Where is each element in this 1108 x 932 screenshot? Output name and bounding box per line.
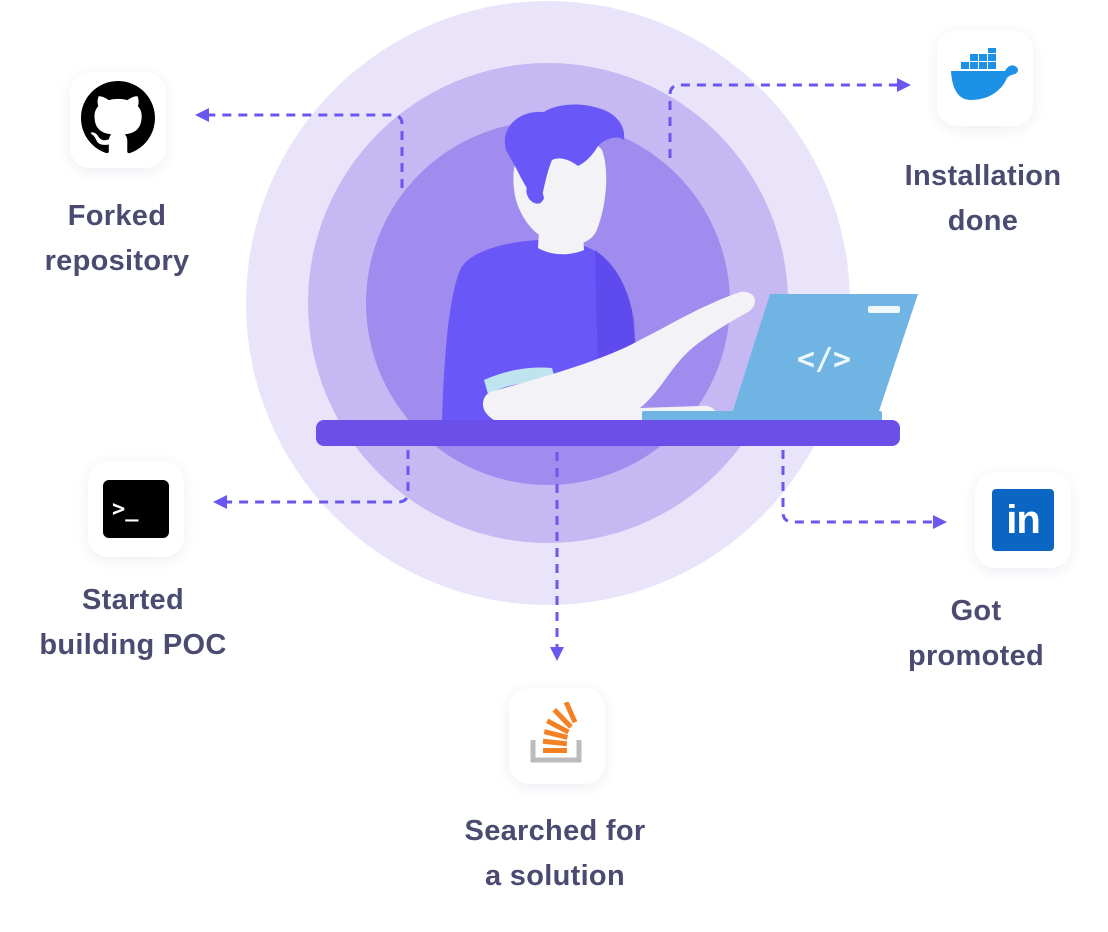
laptop-base (642, 411, 882, 421)
person-arm (482, 291, 755, 420)
desk (316, 420, 900, 446)
laptop-screen (730, 294, 918, 420)
step-label-install: Installation done (853, 154, 1108, 244)
linkedin-tile: in (975, 472, 1071, 568)
docker-tile (937, 30, 1033, 126)
arrow-to-poc (213, 450, 410, 509)
laptop-code-symbol: </> (797, 342, 851, 377)
arrow-to-fork (195, 108, 404, 188)
step-fork-line2: repository (44, 245, 190, 277)
step-label-fork: Forked repository (0, 194, 247, 284)
arrow-to-promoted (781, 450, 947, 529)
step-poc-line2: building POC (39, 629, 227, 661)
step-label-poc: Started building POC (3, 578, 263, 668)
github-tile (70, 72, 166, 168)
docker-icon (949, 45, 1021, 109)
stackoverflow-icon (527, 700, 587, 771)
step-poc-line1: Started (81, 584, 184, 616)
arrow-to-install (668, 78, 911, 158)
laptop-indicator (868, 306, 900, 313)
github-icon (81, 80, 155, 160)
step-search-line2: a solution (485, 860, 625, 892)
step-label-promoted: Got promoted (846, 589, 1106, 679)
terminal-icon: >_ (103, 480, 169, 538)
step-promoted-line1: Got (950, 595, 1002, 627)
person-sleeve-cuff (484, 367, 556, 394)
step-search-line1: Searched for (464, 815, 646, 847)
linkedin-icon: in (992, 489, 1054, 551)
step-promoted-line2: promoted (907, 640, 1045, 672)
stackoverflow-tile (509, 688, 605, 784)
person-ear (526, 181, 544, 204)
step-install-line1: Installation (904, 160, 1062, 192)
step-label-search: Searched for a solution (425, 809, 685, 899)
linkedin-text: in (1006, 497, 1041, 542)
person-hair (504, 104, 625, 204)
terminal-tile: >_ (88, 461, 184, 557)
step-install-line2: done (947, 205, 1019, 237)
step-fork-line1: Forked (67, 200, 167, 232)
terminal-prompt: >_ (112, 496, 139, 522)
